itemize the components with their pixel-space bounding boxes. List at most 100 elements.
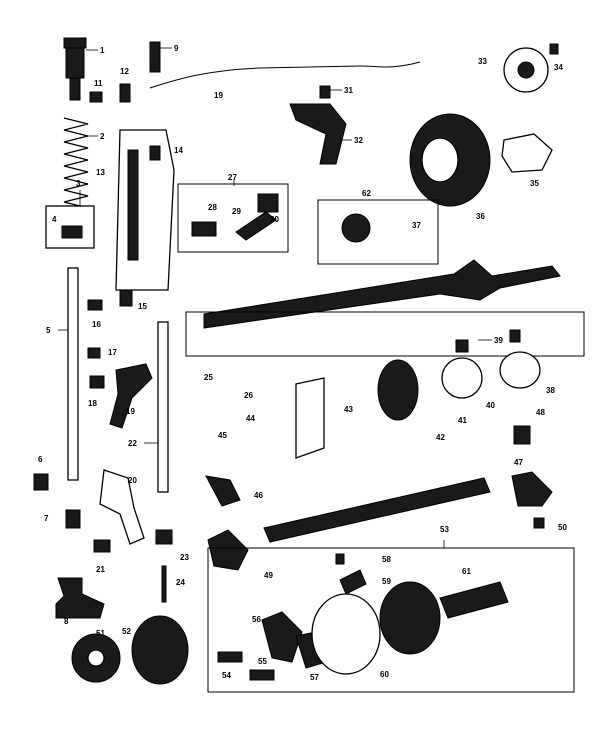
screw-58 [335,553,345,565]
label-43: 43 [344,405,353,414]
screw-34 [549,43,559,55]
label-48: 48 [536,408,545,417]
label-9: 9 [174,44,179,53]
lever-19 [109,363,153,429]
label-55: 55 [258,657,267,666]
label-14: 14 [174,146,183,155]
spring-part [63,117,89,209]
label-5: 5 [46,326,51,335]
label-61: 61 [462,567,471,576]
frame-53 [207,547,575,693]
label-29: 29 [232,207,241,216]
clamp-23 [155,529,173,545]
label-45: 45 [218,431,227,440]
label-21: 21 [96,565,105,574]
label-11: 11 [94,79,103,88]
pin-12 [119,83,131,103]
crank-30 [257,193,279,213]
needle-bar-22 [157,321,169,493]
screw-54 [217,651,243,663]
label-10: 19 [214,91,223,100]
leader-lines [58,47,492,548]
label-46: 46 [254,491,263,500]
bushing-47 [513,425,531,445]
label-36: 36 [476,212,485,221]
label-47: 47 [514,458,523,467]
set-screw-6 [33,473,49,491]
bracket-56 [261,611,303,663]
label-42: 42 [436,433,445,442]
callout-labels: 1 2 3 4 5 6 7 8 9 19 11 12 13 14 15 16 1… [38,44,567,682]
stud-15 [119,289,133,307]
gear-48 [207,529,249,571]
label-50: 50 [558,523,567,532]
label-58: 58 [382,555,391,564]
label-18: 18 [88,399,97,408]
label-25: 25 [204,373,213,382]
label-7: 7 [44,514,49,523]
label-2: 2 [100,132,105,141]
label-17: 17 [108,348,117,357]
screw-50 [533,517,545,529]
screw-11 [89,91,103,103]
label-51: 51 [96,629,105,638]
label-12: 12 [120,67,129,76]
bushing-40 [441,357,483,399]
label-16: 16 [92,320,101,329]
frame-27 [177,183,289,253]
label-44: 44 [246,414,255,423]
presser-foot-part [55,577,105,619]
gear-62 [341,213,371,243]
screw-18 [89,375,105,389]
label-31: 31 [344,86,353,95]
bracket-43 [295,377,325,459]
label-1: 1 [100,46,105,55]
plate-35 [501,133,553,173]
screw-60b [249,669,275,681]
label-22: 22 [128,439,137,448]
bobbin-hub [87,649,105,667]
pin-28 [191,221,217,237]
label-4: 4 [52,215,57,224]
label-3: 3 [76,179,81,188]
label-19: 19 [126,407,135,416]
label-24: 24 [176,578,185,587]
arm-shaft [203,259,561,329]
bearing-38 [499,351,541,389]
label-60: 60 [380,670,389,679]
thumb-screw-part [63,37,87,101]
hook-ring-60 [311,593,381,675]
needle-24 [161,565,167,603]
screw-16 [87,299,103,311]
hook-shaft-61 [439,581,509,619]
presser-bar-bracket [45,205,95,249]
label-56: 56 [252,615,261,624]
needle-bar-frame [115,129,175,291]
frame-slot [127,149,139,261]
screw-31 [319,85,331,99]
hook-shaft [263,477,491,543]
presser-bar-part [67,267,79,481]
label-13: 13 [96,168,105,177]
screw-39 [455,339,469,353]
frame-37 [317,199,439,265]
label-28: 28 [208,203,217,212]
hinge-pin-9 [149,41,161,73]
screw-21 [93,539,111,553]
label-37: 37 [412,221,421,230]
gear-49 [511,471,553,507]
label-35: 35 [530,179,539,188]
label-15: 15 [138,302,147,311]
label-8: 8 [64,617,69,626]
thread-guide-20 [99,469,145,545]
rotary-hook [379,581,441,655]
label-6: 6 [38,455,43,464]
label-34: 34 [554,63,563,72]
presser-foot-screw-7 [65,509,81,529]
bobbin-52 [131,615,189,685]
label-33: 33 [478,57,487,66]
label-59: 59 [382,577,391,586]
label-30: 30 [270,215,279,224]
label-32: 32 [354,136,363,145]
